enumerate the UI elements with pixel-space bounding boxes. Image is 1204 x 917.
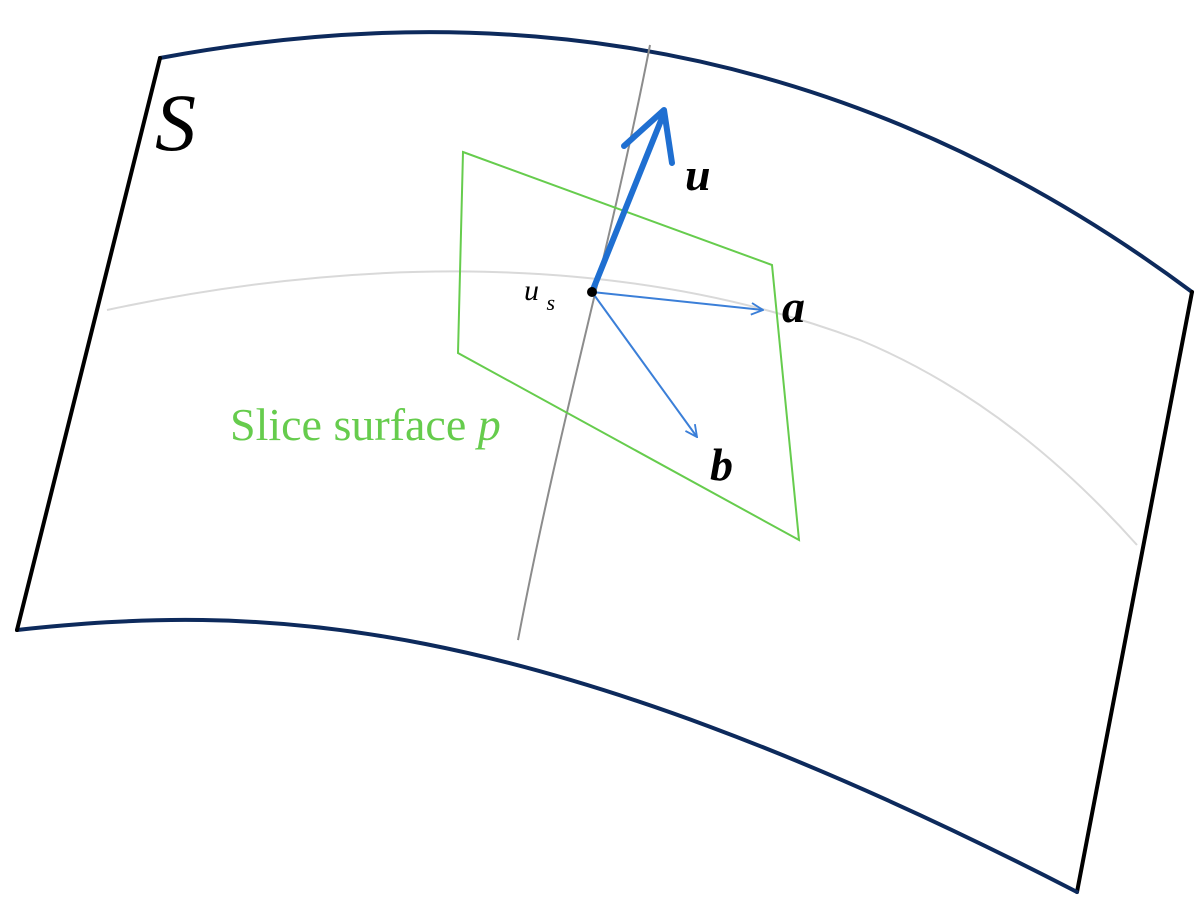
vector-b-arrow xyxy=(591,291,697,437)
surface-grid-curve-horizontal xyxy=(106,270,1138,546)
surface-s xyxy=(15,30,1194,894)
vector-a-arrow xyxy=(591,291,763,310)
slice-plane-p xyxy=(456,150,801,542)
surface-bottom-edge xyxy=(15,617,1079,894)
vector-b-label: b xyxy=(710,439,733,490)
vector-a-label: a xyxy=(782,281,805,332)
point-us-label-base: u xyxy=(524,274,539,307)
surface-right-edge xyxy=(1075,290,1194,894)
surface-left-edge xyxy=(15,56,162,632)
slice-surface-label: Slice surface p xyxy=(230,399,501,450)
surface-grid-line-vertical xyxy=(517,44,651,641)
slice-surface-label-text: Slice surface xyxy=(230,399,478,450)
surface-label-s: S xyxy=(155,77,196,168)
vector-u-arrow xyxy=(589,107,675,295)
surface-top-edge xyxy=(158,30,1194,294)
point-us-label-sub: s xyxy=(547,290,556,315)
point-us-label: u s xyxy=(524,274,555,315)
vector-u-label: u xyxy=(685,149,711,200)
slice-surface-label-var: p xyxy=(475,399,501,450)
point-us-dot xyxy=(587,287,597,297)
